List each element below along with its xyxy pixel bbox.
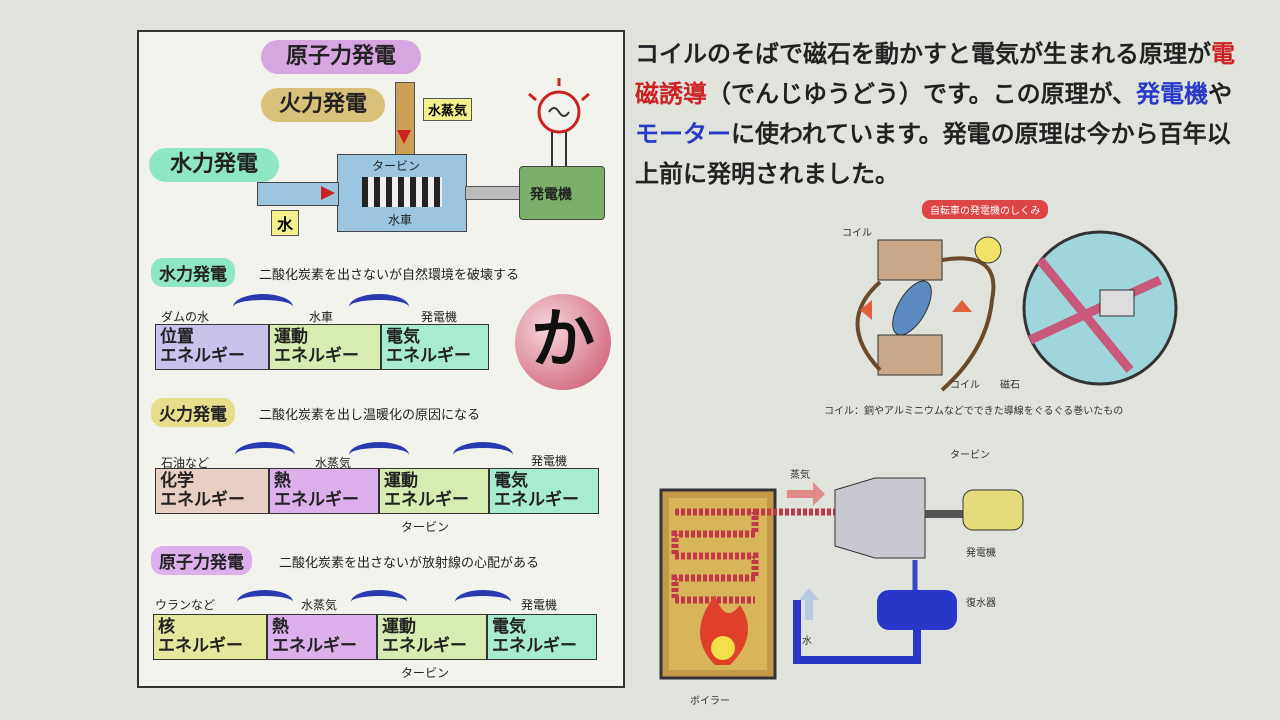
shaft	[465, 186, 521, 200]
plant-turbine-label: タービン	[950, 450, 990, 461]
nuclear-turbine-label: タービン	[401, 666, 450, 680]
thermal-label-3: 発電機	[531, 454, 568, 468]
generator-box: 発電機	[519, 166, 605, 220]
nuclear-pill: 原子力発電	[261, 40, 421, 74]
waterwheel-label: 水車	[388, 213, 413, 227]
energy-box-motion: 運動エネルギー	[377, 614, 487, 660]
hydro-label-1: 水車	[309, 310, 334, 324]
hydro-label-0: ダムの水	[161, 310, 210, 324]
energy-box-heat: 熱エネルギー	[269, 468, 379, 514]
plant-condenser-label: 復水器	[966, 598, 996, 609]
flow-arrow-icon	[455, 590, 511, 614]
plant-steam-label: 蒸気	[790, 470, 810, 481]
bike-generator-figure	[855, 230, 1178, 392]
bike-caption: コイル：銅やアルミニウムなどでできた導線をぐるぐる巻いたもの	[824, 406, 1124, 417]
energy-panel: 原子力発電 火力発電 水力発電 水蒸気 タービン 水車 水 発電機 水力発電 二…	[137, 30, 625, 688]
light-bulb-icon	[528, 78, 590, 166]
thermal-desc: 二酸化炭素を出し温暖化の原因になる	[259, 408, 481, 423]
plant-boiler-label: ボイラー	[690, 696, 730, 707]
turbine-label: タービン	[372, 159, 421, 173]
flow-arrow-icon	[233, 294, 293, 320]
energy-box-chemical: 化学エネルギー	[155, 468, 269, 514]
nuclear-title: 原子力発電	[151, 546, 252, 575]
induction-term: 電磁誘導	[635, 40, 1235, 108]
generator-term: 発電機	[1136, 80, 1209, 108]
explanation-paragraph: コイルのそばで磁石を動かすと電気が生まれる原理が電磁誘導（でんじゆうどう）です。…	[635, 40, 1235, 188]
bike-title: 自転車の発電機のしくみ	[922, 200, 1049, 219]
energy-box-electric: 電気エネルギー	[489, 468, 599, 514]
energy-box-heat: 熱エネルギー	[267, 614, 377, 660]
hydro-label-2: 発電機	[421, 310, 458, 324]
nuclear-label-0: ウランなど	[155, 598, 216, 612]
nuclear-label-1: 水蒸気	[301, 598, 338, 612]
flow-arrow-icon	[349, 294, 409, 320]
flow-arrow-icon	[237, 590, 293, 614]
hydro-pill: 水力発電	[149, 148, 279, 182]
energy-box-electric: 電気エネルギー	[487, 614, 597, 660]
thermal-turbine-label: タービン	[401, 520, 450, 534]
energy-box-position: 位置エネルギー	[155, 324, 269, 370]
hydro-desc: 二酸化炭素を出さないが自然環境を破壊する	[259, 268, 520, 283]
bike-magnet-label: 磁石	[1000, 380, 1020, 391]
thermal-label-1: 水蒸気	[315, 456, 352, 470]
power-plant-figure	[659, 477, 1024, 680]
thermal-label-0: 石油など	[161, 456, 210, 470]
energy-box-motion: 運動エネルギー	[269, 324, 381, 370]
steam-pipe	[395, 82, 415, 156]
flow-arrow-icon	[351, 590, 407, 614]
thermal-title: 火力発電	[151, 398, 235, 427]
motor-term: モーター	[635, 120, 731, 148]
plant-water-label: 水	[802, 636, 812, 647]
water-arrow-icon	[321, 186, 335, 200]
hydro-title: 水力発電	[151, 258, 235, 287]
flow-arrow-icon	[235, 442, 295, 468]
turbine-blades	[362, 177, 442, 207]
energy-box-motion: 運動エネルギー	[379, 468, 489, 514]
energy-box-electric: 電気エネルギー	[381, 324, 489, 370]
turbine-box: タービン 水車	[337, 154, 467, 232]
steam-arrow-icon	[397, 130, 411, 144]
water-label: 水	[271, 210, 300, 236]
flow-arrow-icon	[453, 442, 513, 468]
steam-label: 水蒸気	[423, 98, 473, 121]
flow-arrow-icon	[349, 442, 409, 468]
generator-label: 発電機	[530, 187, 572, 203]
nuclear-desc: 二酸化炭素を出さないが放射線の心配がある	[279, 556, 540, 571]
thermal-pill: 火力発電	[261, 88, 385, 122]
bike-coil-bottom-label: コイル	[950, 380, 980, 391]
bike-coil-top-label: コイル	[842, 228, 872, 239]
kana-badge: か	[515, 294, 611, 390]
energy-box-nuclear: 核エネルギー	[153, 614, 267, 660]
plant-generator-label: 発電機	[966, 548, 996, 559]
nuclear-label-3: 発電機	[521, 598, 558, 612]
